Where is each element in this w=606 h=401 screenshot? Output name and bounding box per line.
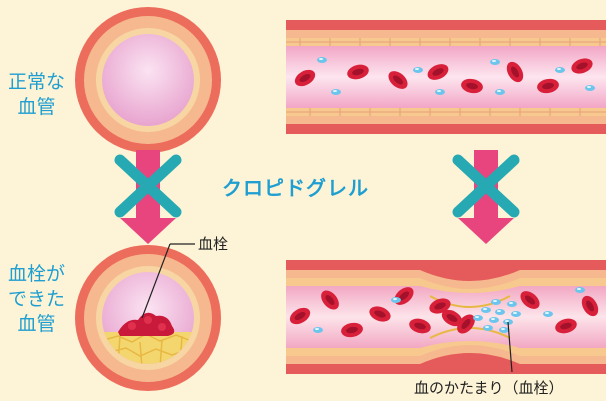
normal-vessel-cross-section [75,7,221,153]
clot-vessel-label-line3: 血管 [8,312,65,337]
drug-name: クロピドグレル [222,172,369,201]
clot-vessel-label-line1: 血栓が [8,262,65,287]
clot-caption: 血のかたまり（血栓） [414,377,564,398]
normal-vessel-label-line1: 正常な [8,70,65,95]
thrombus-label: 血栓 [198,233,228,254]
clot-vessel-longitudinal [286,260,606,374]
clot-vessel-label-line2: できた [8,287,65,312]
normal-vessel-label-line2: 血管 [8,95,65,120]
clot-vessel-label: 血栓が できた 血管 [8,262,65,337]
clot-vessel-cross-section [75,244,221,391]
normal-vessel-longitudinal [286,20,606,134]
normal-vessel-label: 正常な 血管 [8,70,65,120]
